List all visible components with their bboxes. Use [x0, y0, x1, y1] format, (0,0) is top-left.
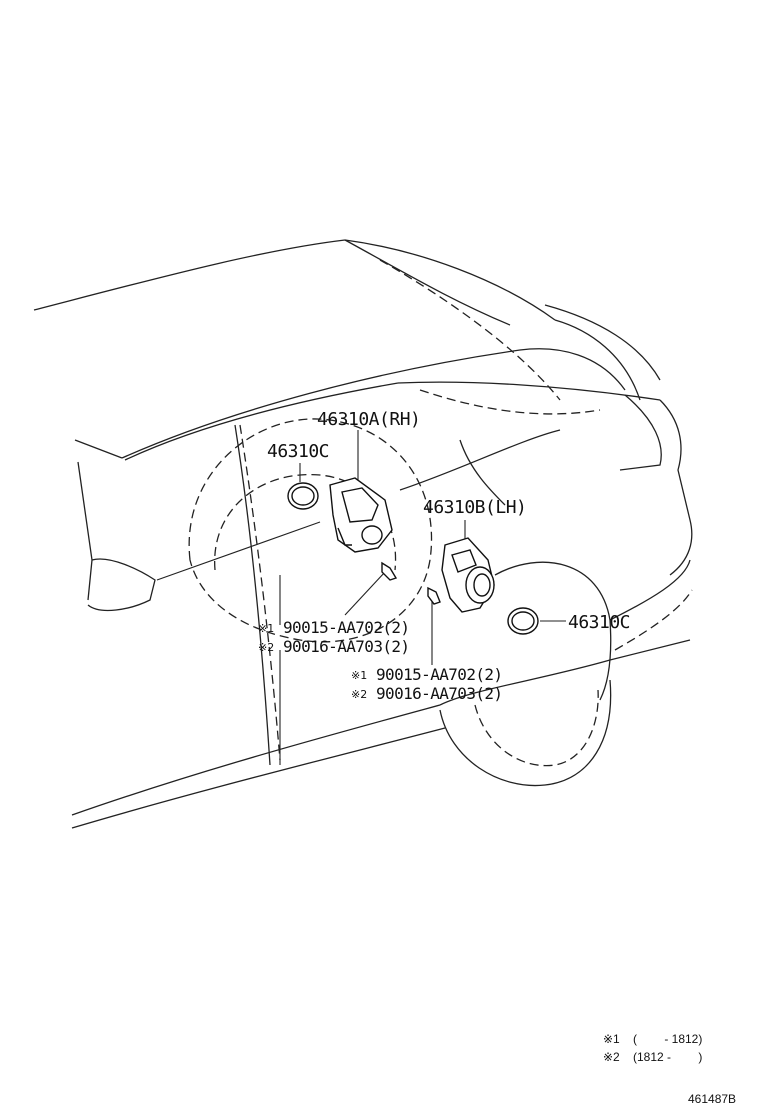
trunk-lid	[397, 381, 661, 401]
bolt-right-code-2: 90016-AA703(2)	[376, 684, 502, 703]
door-line	[234, 424, 271, 766]
roof-line-lower	[344, 239, 511, 326]
callout-46310c-right: 46310C	[568, 612, 630, 633]
diagram-id: 461487B	[688, 1092, 736, 1106]
seal-ring-left	[287, 482, 319, 510]
rear-quarter	[399, 429, 561, 491]
rocker-line-1	[71, 704, 441, 816]
bumper-lower	[614, 589, 693, 651]
note-2-mark: ※2	[603, 1050, 620, 1064]
bolt-right	[427, 586, 441, 605]
callout-46310a-rh: 46310A(RH)	[317, 409, 420, 430]
rear-spoiler	[554, 319, 641, 401]
bolt-left-leader	[344, 571, 386, 616]
fuel-door-lock-actuator-rh	[329, 477, 393, 553]
note-1-range: ( - 1812)	[633, 1032, 702, 1046]
lower-body	[439, 639, 691, 706]
shoulder-inner	[124, 382, 399, 461]
roof-top-curve	[344, 239, 556, 321]
fuel-door-lock-actuator-lh	[441, 537, 495, 613]
shoulder-line	[121, 348, 626, 459]
rear-bumper	[609, 559, 691, 621]
callout-46310c-left: 46310C	[267, 441, 329, 462]
bolt-right-mark-1: ※1	[351, 669, 367, 682]
mirror	[87, 558, 156, 612]
bolt-left-mark-1: ※1	[258, 622, 274, 635]
tail-edge	[659, 399, 693, 576]
door-front-edge	[77, 461, 93, 601]
tail-lamp	[619, 394, 662, 471]
roof-line	[33, 239, 346, 311]
callout-46310b-lh: 46310B(LH)	[423, 497, 526, 518]
trunk-dash	[419, 389, 601, 415]
rear-window	[379, 259, 561, 401]
rear-tire	[439, 679, 612, 787]
bolt-left	[381, 561, 398, 581]
note-2-range: (1812 - )	[633, 1050, 702, 1064]
note-1-mark: ※1	[603, 1032, 620, 1046]
bolt-left-code-2: 90016-AA703(2)	[283, 637, 409, 656]
car-body-outline	[33, 239, 693, 829]
a-pillar	[74, 439, 123, 459]
trunk-upper	[544, 304, 661, 381]
seal-ring-right	[507, 607, 539, 635]
mirror-leader	[156, 521, 321, 581]
wheel-arch-front	[188, 418, 433, 643]
bolt-right-code-1: 90015-AA702(2)	[376, 665, 502, 684]
quarter-line	[459, 439, 506, 506]
leader-lines	[156, 430, 566, 765]
bolt-left-mark-2: ※2	[258, 641, 274, 654]
door-line-dashed	[239, 424, 281, 761]
bolt-right-mark-2: ※2	[351, 688, 367, 701]
rear-tire-inner	[474, 689, 599, 767]
bolt-left-code-1: 90015-AA702(2)	[283, 618, 409, 637]
rear-wheel-arch	[494, 561, 612, 701]
rocker-line-2	[71, 727, 446, 829]
